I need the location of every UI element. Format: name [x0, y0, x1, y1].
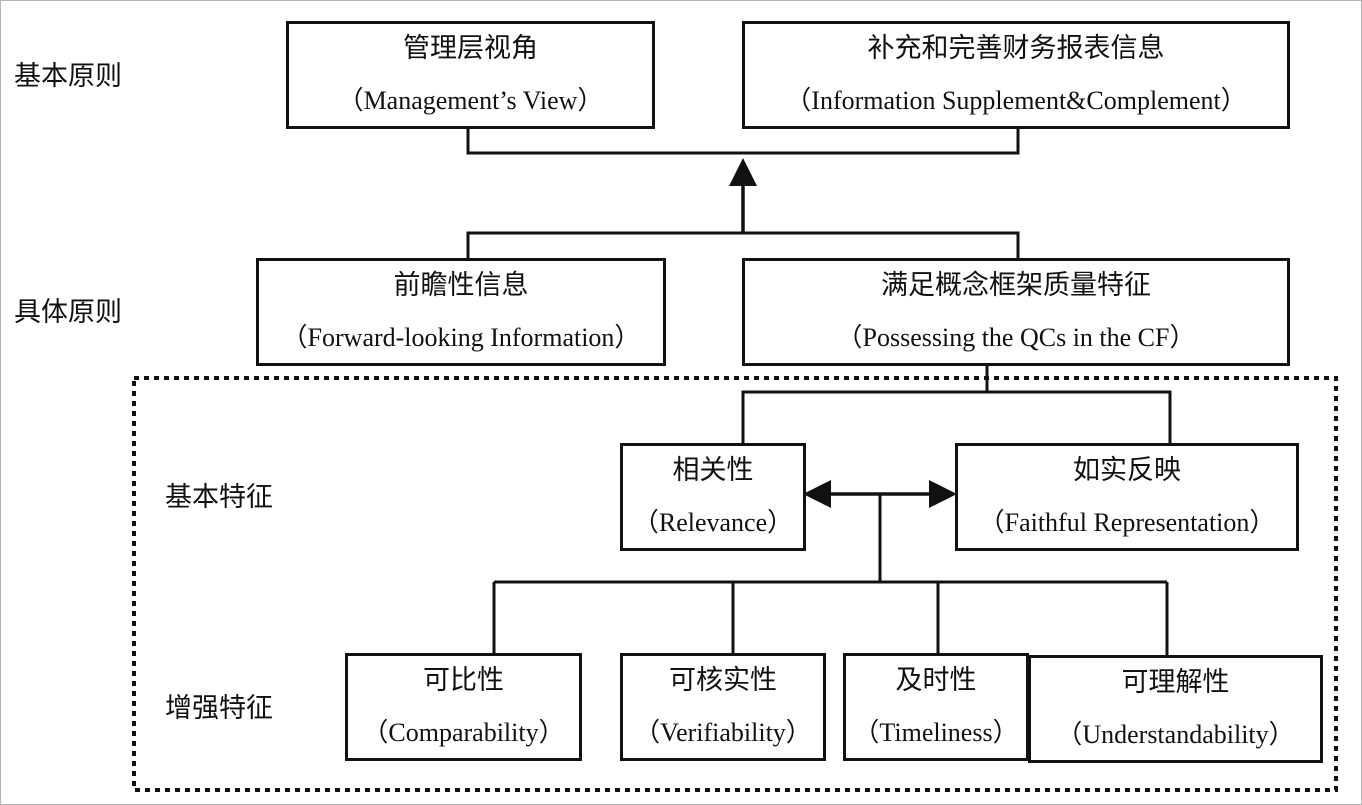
qcs-in-cf-box: 满足概念框架质量特征 （Possessing the QCs in the CF…	[742, 258, 1290, 366]
box-title-zh: 管理层视角	[403, 33, 538, 64]
info-supplement-box: 补充和完善财务报表信息 （Information Supplement&Comp…	[742, 21, 1290, 129]
box-title-zh: 相关性	[672, 455, 754, 486]
box-title-zh: 可核实性	[669, 665, 777, 696]
row-label-specific-principles: 具体原则	[14, 297, 122, 328]
forward-looking-box: 前瞻性信息 （Forward-looking Information）	[256, 258, 666, 366]
relevance-box: 相关性 （Relevance）	[620, 443, 806, 551]
basic-principles-bracket	[466, 127, 1020, 155]
specific-principles-bracket	[466, 231, 1020, 260]
comparability-box: 可比性 （Comparability）	[345, 653, 582, 761]
box-title-zh: 如实反映	[1073, 455, 1181, 486]
box-title-en: （Faithful Representation）	[978, 508, 1276, 537]
row-label-fundamental-characteristics: 基本特征	[165, 482, 273, 513]
fundamental-bracket	[741, 390, 1172, 445]
box-title-en: （Understandability）	[1056, 720, 1295, 749]
understandability-box: 可理解性 （Understandability）	[1028, 655, 1323, 763]
box-title-en: （Verifiability）	[634, 718, 812, 747]
box-title-en: （Information Supplement&Complement）	[785, 86, 1247, 115]
box-title-zh: 可理解性	[1121, 667, 1230, 698]
verifiability-box: 可核实性 （Verifiability）	[620, 653, 826, 761]
box-title-zh: 及时性	[895, 665, 977, 696]
box-title-en: （Comparability）	[362, 718, 565, 747]
timeliness-box: 及时性 （Timeliness）	[843, 653, 1029, 761]
qc-group-dotted-border	[132, 376, 1338, 792]
row-label-enhancing-characteristics: 增强特征	[165, 693, 273, 724]
box-title-zh: 前瞻性信息	[393, 270, 529, 301]
row-label-basic-principles: 基本原则	[14, 61, 122, 92]
box-title-en: （Possessing the QCs in the CF）	[836, 323, 1196, 352]
box-title-zh: 可比性	[423, 665, 504, 696]
box-title-zh: 满足概念框架质量特征	[881, 270, 1151, 301]
box-title-en: （Forward-looking Information）	[281, 323, 641, 352]
box-title-en: （Relevance）	[632, 508, 794, 537]
box-title-en: （Management’s View）	[337, 86, 604, 115]
faithful-representation-box: 如实反映 （Faithful Representation）	[955, 443, 1299, 551]
box-title-en: （Timeliness）	[853, 718, 1019, 747]
box-title-zh: 补充和完善财务报表信息	[867, 33, 1165, 64]
management-view-box: 管理层视角 （Management’s View）	[286, 21, 655, 129]
